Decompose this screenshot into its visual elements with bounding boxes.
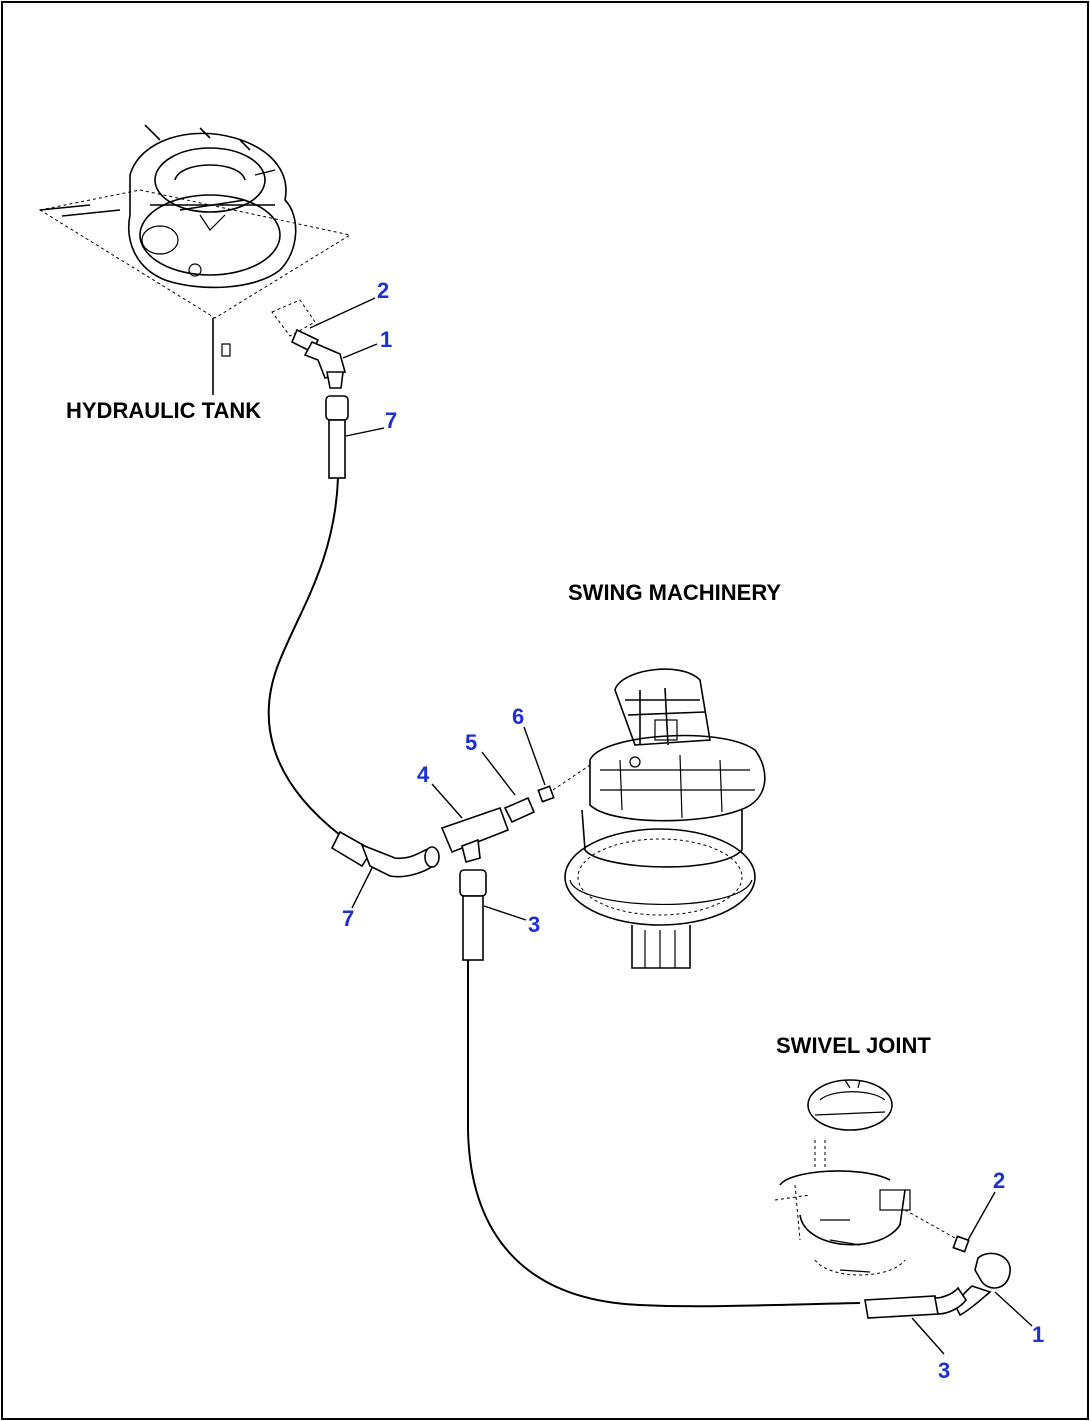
- label-hydraulic-tank: HYDRAULIC TANK: [66, 398, 261, 423]
- part-number-tee-7: 7: [342, 906, 354, 931]
- part-number-swivel-3: 3: [938, 1358, 950, 1383]
- part-number-tank-2: 2: [377, 278, 389, 303]
- part-number-tank-1: 1: [380, 327, 392, 352]
- part-number-tee-6: 6: [512, 704, 524, 729]
- part-number-tee-3: 3: [528, 912, 540, 937]
- leader-lines: [309, 297, 1033, 1355]
- part-number-tee-4: 4: [417, 762, 430, 787]
- tank-elbow-fitting: [290, 328, 346, 389]
- label-swing-machinery: SWING MACHINERY: [568, 580, 781, 605]
- swing-machinery-drawing: [564, 668, 766, 969]
- part-number-tank-7: 7: [385, 408, 397, 433]
- part-number-swivel-2: 2: [993, 1168, 1005, 1193]
- label-swivel-joint: SWIVEL JOINT: [776, 1033, 931, 1058]
- part-number-tee-5: 5: [465, 730, 477, 755]
- swivel-joint-drawing: [774, 1079, 1011, 1319]
- hydraulic-tank-drawing: [38, 124, 352, 395]
- part-number-swivel-1: 1: [1032, 1322, 1044, 1347]
- tee-junction-assembly: [330, 764, 861, 1308]
- tank-hose: [267, 395, 349, 836]
